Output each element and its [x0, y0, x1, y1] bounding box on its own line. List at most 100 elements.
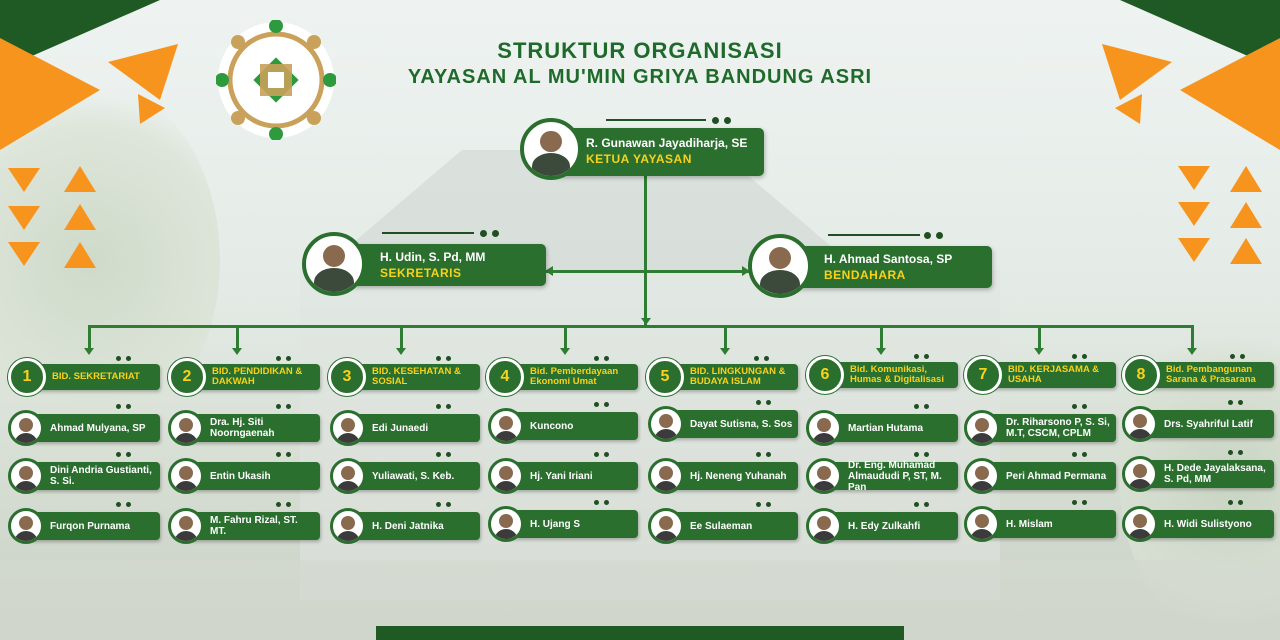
decor-dots: [1228, 400, 1243, 405]
member-card: Dr. Eng. Muhamad Almaududi P, ST, M. Pan: [806, 458, 958, 494]
decor-dots: [594, 452, 609, 457]
connector-sekretaris-bendahara: [545, 270, 750, 273]
division-label: Bid. Komunikasi, Humas & Digitalisasi: [850, 364, 944, 385]
division-header-6: 6 Bid. Komunikasi, Humas & Digitalisasi: [806, 354, 958, 394]
division-number: 2: [168, 358, 206, 396]
decor-line: [828, 234, 920, 236]
connector-div7: [1038, 325, 1041, 349]
decor-dots: [480, 230, 499, 237]
division-label: BID. SEKRETARIAT: [52, 371, 140, 382]
member-name: Kuncono: [530, 420, 574, 432]
sekretaris-card: H. Udin, S. Pd, MM SEKRETARIS: [302, 230, 546, 298]
decor-dots: [756, 400, 771, 405]
decor-dots: [276, 404, 291, 409]
decor-dots: [914, 452, 929, 457]
division-header-8: 8 Bid. Pembangunan Sarana & Prasarana: [1122, 354, 1274, 394]
member-avatar: [648, 406, 684, 442]
corner-decoration-top-left: [0, 0, 178, 268]
member-avatar: [1122, 506, 1158, 542]
decor-dots: [116, 356, 131, 361]
decor-dots: [436, 356, 451, 361]
division-number: 8: [1122, 356, 1160, 394]
bendahara-role: BENDAHARA: [824, 268, 906, 282]
arrow-down-icon: [396, 348, 406, 355]
division-header-2: 2 BID. PENDIDIKAN & DAKWAH: [168, 356, 320, 396]
division-label: Bid. Pemberdayaan Ekonomi Umat: [530, 366, 619, 387]
decor-dots: [1072, 500, 1087, 505]
member-avatar: [964, 458, 1000, 494]
member-avatar: [964, 506, 1000, 542]
member-card: Martian Hutama: [806, 410, 958, 446]
division-label: BID. PENDIDIKAN & DAKWAH: [212, 366, 303, 387]
member-avatar: [168, 458, 204, 494]
member-name: Dr. Riharsono P, S. Si, M.T, CSCM, CPLM: [1006, 417, 1110, 439]
division-header-4: 4 Bid. Pemberdayaan Ekonomi Umat: [486, 356, 638, 396]
member-card: Ee Sulaeman: [648, 508, 798, 544]
sekretaris-avatar: [302, 232, 366, 296]
division-label: BID. KESEHATAN & SOSIAL: [372, 366, 461, 387]
division-header-3: 3 BID. KESEHATAN & SOSIAL: [328, 356, 480, 396]
member-name: Martian Hutama: [848, 422, 924, 434]
member-card: Kuncono: [488, 408, 638, 444]
connector-div5: [724, 325, 727, 349]
member-name: Yuliawati, S. Keb.: [372, 470, 455, 482]
member-card: H. Widi Sulistyono: [1122, 506, 1274, 542]
decor-dots: [1072, 354, 1087, 359]
member-name: Entin Ukasih: [210, 470, 271, 482]
member-name: Drs. Syahriful Latif: [1164, 418, 1253, 430]
decor-dots: [754, 356, 769, 361]
member-avatar: [168, 508, 204, 544]
member-name: H. Dede Jayalaksana, S. Pd, MM: [1164, 463, 1266, 485]
division-number: 4: [486, 358, 524, 396]
member-avatar: [806, 458, 842, 494]
division-number: 6: [806, 356, 844, 394]
decor-dots: [594, 356, 609, 361]
ketua-card: R. Gunawan Jayadiharja, SE KETUA YAYASAN: [520, 117, 764, 184]
connector-div6: [880, 325, 883, 349]
member-avatar: [8, 508, 44, 544]
page-title: STRUKTUR ORGANISASI: [497, 38, 783, 63]
member-card: Ahmad Mulyana, SP: [8, 410, 160, 446]
member-avatar: [488, 458, 524, 494]
member-card: Furqon Purnama: [8, 508, 160, 544]
decor-dots: [436, 452, 451, 457]
connector-horizontal-divisions: [88, 325, 1194, 328]
decor-dots: [116, 404, 131, 409]
member-card: Dr. Riharsono P, S. Si, M.T, CSCM, CPLM: [964, 410, 1116, 446]
decor-dots: [924, 232, 943, 239]
decor-dots: [1228, 500, 1243, 505]
member-card: Yuliawati, S. Keb.: [330, 458, 480, 494]
member-avatar: [488, 506, 524, 542]
member-name: H. Deni Jatnika: [372, 520, 444, 532]
decor-dots: [914, 502, 929, 507]
ketua-avatar: [520, 118, 582, 180]
decor-dots: [594, 402, 609, 407]
decor-dots: [914, 404, 929, 409]
member-card: Dini Andria Gustianti, S. Si.: [8, 458, 160, 494]
yayasan-logo: [216, 20, 336, 140]
bendahara-name: H. Ahmad Santosa, SP: [824, 252, 953, 266]
member-avatar: [488, 408, 524, 444]
member-card: Hj. Yani Iriani: [488, 458, 638, 494]
member-card: Entin Ukasih: [168, 458, 320, 494]
member-avatar: [330, 410, 366, 446]
arrow-down-icon: [641, 318, 651, 325]
member-name: Peri Ahmad Permana: [1006, 470, 1107, 482]
member-avatar: [806, 508, 842, 544]
connector-ketua-down: [644, 170, 647, 325]
decor-dots: [276, 452, 291, 457]
member-card: H. Edy Zulkahfi: [806, 508, 958, 544]
decor-dots: [1072, 452, 1087, 457]
arrow-down-icon: [1034, 348, 1044, 355]
connector-div4: [564, 325, 567, 349]
decor-dots: [1230, 354, 1245, 359]
member-name: Hj. Yani Iriani: [530, 470, 593, 482]
sekretaris-name: H. Udin, S. Pd, MM: [380, 250, 486, 264]
sekretaris-role: SEKRETARIS: [380, 266, 462, 280]
decor-dots: [756, 502, 771, 507]
division-header-7: 7 BID. KERJASAMA & USAHA: [964, 354, 1116, 394]
member-name: Dra. Hj. Siti Noorngaenah: [210, 417, 275, 439]
decor-dots: [712, 117, 731, 124]
member-name: Furqon Purnama: [50, 520, 131, 532]
member-card: M. Fahru Rizal, ST. MT.: [168, 508, 320, 544]
